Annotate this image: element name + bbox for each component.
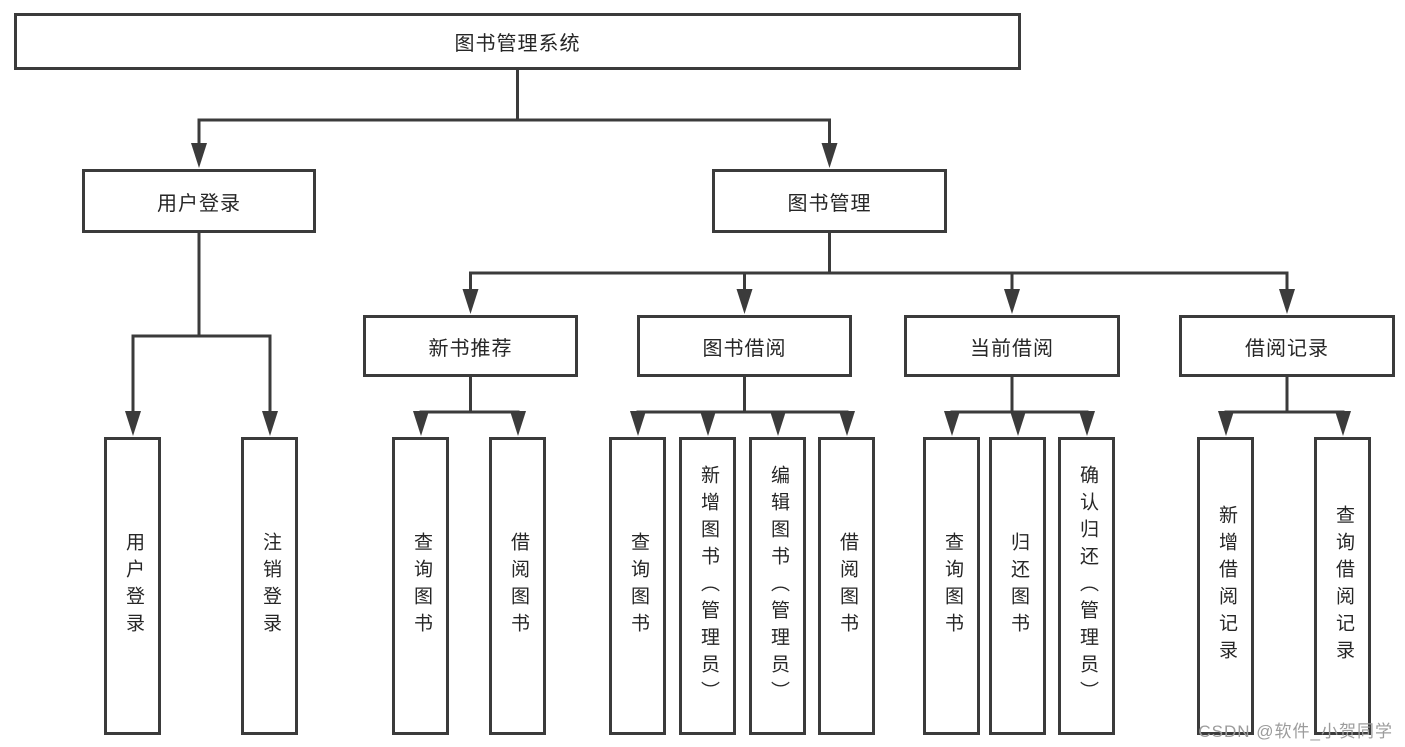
node-current-borrow: 当前借阅 [904,315,1120,377]
leaf-br-add-record: 新增借阅记录 [1197,437,1254,735]
leaf-nbr-query-book-label: 查询图书 [410,532,432,640]
leaf-cb-return-book: 归还图书 [989,437,1046,735]
leaf-cb-query-book-label: 查询图书 [941,532,963,640]
leaf-cb-confirm-return-admin-label: 确认归还（管理员） [1076,464,1098,708]
node-new-book-recommend: 新书推荐 [363,315,578,377]
leaf-bb-add-book-admin-label: 新增图书（管理员） [697,464,719,708]
node-user-login: 用户登录 [82,169,316,233]
leaf-user-login-label: 用户登录 [122,532,144,640]
node-borrow-records: 借阅记录 [1179,315,1395,377]
node-new-book-recommend-label: 新书推荐 [428,337,513,360]
node-borrow-records-label: 借阅记录 [1245,337,1329,360]
leaf-br-query-record: 查询借阅记录 [1314,437,1371,735]
csdn-watermark: CSDN @软件_小贺同学 [1198,722,1393,741]
leaf-bb-borrow-book: 借阅图书 [818,437,875,735]
node-book-management-label: 图书管理 [787,192,872,215]
leaf-cb-query-book: 查询图书 [923,437,980,735]
node-book-borrow: 图书借阅 [637,315,852,377]
leaf-bb-query-book-label: 查询图书 [627,532,649,640]
leaf-nbr-query-book: 查询图书 [392,437,449,735]
node-book-borrow-label: 图书借阅 [702,337,787,360]
node-user-login-label: 用户登录 [157,192,241,215]
leaf-bb-borrow-book-label: 借阅图书 [836,532,858,640]
leaf-logout: 注销登录 [241,437,298,735]
leaf-br-add-record-label: 新增借阅记录 [1215,505,1237,667]
leaf-logout-label: 注销登录 [259,532,281,640]
leaf-user-login: 用户登录 [104,437,161,735]
node-root: 图书管理系统 [14,13,1021,70]
leaf-nbr-borrow-book-label: 借阅图书 [507,532,529,640]
leaf-bb-query-book: 查询图书 [609,437,666,735]
leaf-bb-add-book-admin: 新增图书（管理员） [679,437,736,735]
node-book-management: 图书管理 [712,169,947,233]
node-current-borrow-label: 当前借阅 [970,337,1054,360]
leaf-cb-return-book-label: 归还图书 [1007,532,1029,640]
node-root-label: 图书管理系统 [454,33,581,55]
leaf-br-query-record-label: 查询借阅记录 [1332,505,1354,667]
leaf-bb-edit-book-admin: 编辑图书（管理员） [749,437,806,735]
leaf-cb-confirm-return-admin: 确认归还（管理员） [1058,437,1115,735]
leaf-bb-edit-book-admin-label: 编辑图书（管理员） [767,464,789,708]
leaf-nbr-borrow-book: 借阅图书 [489,437,546,735]
